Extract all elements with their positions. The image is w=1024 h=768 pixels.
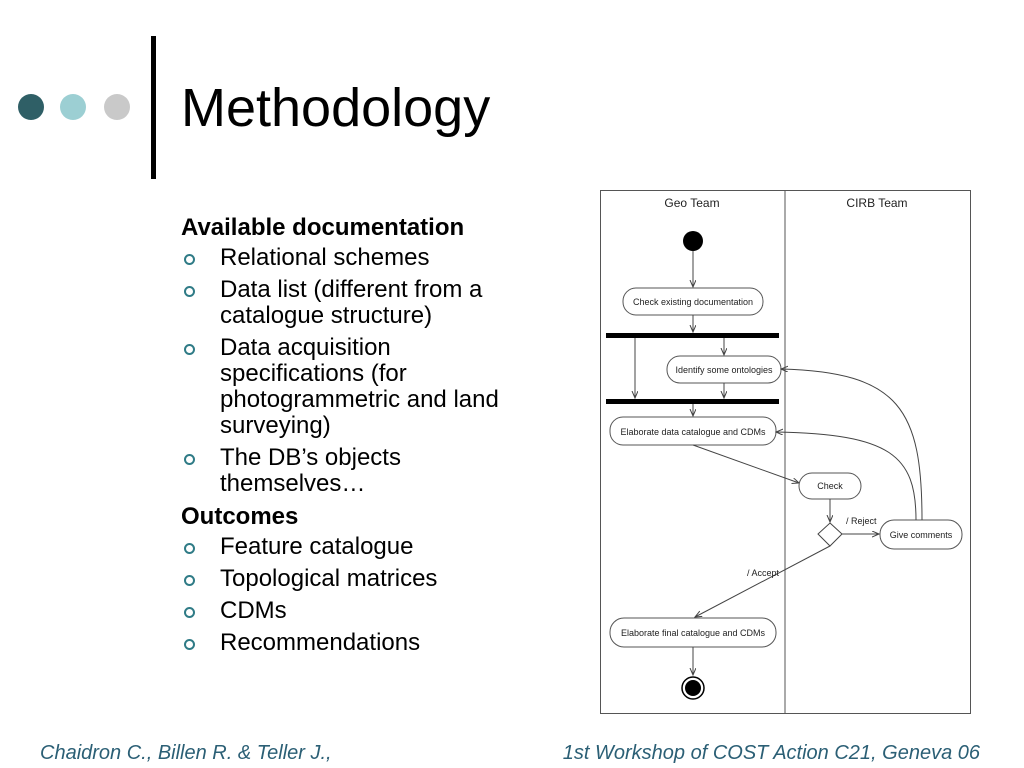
- bullet-text: themselves…: [220, 470, 366, 497]
- guard-accept: / Accept: [747, 568, 780, 578]
- slide-title: Methodology: [181, 78, 491, 138]
- activity-identify-ontologies-label: Identify some ontologies: [675, 365, 773, 375]
- final-node: [685, 680, 701, 696]
- bullet-circle-icon: [184, 639, 195, 650]
- bullet-item: Relational schemes: [181, 245, 561, 271]
- flow-to-check: [692, 444, 799, 483]
- uml-activity-diagram: Geo Team CIRB Team Check existing docume…: [600, 190, 971, 714]
- decorative-dot-light: [60, 94, 86, 120]
- section-heading: Available documentation: [181, 214, 465, 241]
- activity-elaborate-final-label: Elaborate final catalogue and CDMs: [621, 628, 766, 638]
- footer-event: 1st Workshop of COST Action C21, Geneva …: [562, 742, 980, 764]
- bullet-text: The DB’s objects: [220, 444, 401, 471]
- bullet-item: CDMs: [181, 598, 561, 624]
- guard-reject: / Reject: [846, 516, 877, 526]
- bullet-item: Topological matrices: [181, 566, 561, 592]
- flow-comments-to-ontologies: [781, 369, 923, 521]
- activity-check-label: Check: [817, 481, 843, 491]
- bullet-circle-icon: [184, 575, 195, 586]
- decorative-dot-dark: [18, 94, 44, 120]
- bullet-circle-icon: [184, 454, 195, 465]
- bullet-text: Feature catalogue: [220, 533, 414, 560]
- flow-accept: [695, 545, 831, 617]
- title-divider: [151, 36, 156, 179]
- activity-elaborate-catalogue-label: Elaborate data catalogue and CDMs: [620, 427, 766, 437]
- activity-give-comments: [879, 519, 963, 550]
- bullet-text: specifications (for: [220, 360, 407, 387]
- initial-node: [683, 231, 703, 251]
- bullet-circle-icon: [184, 543, 195, 554]
- activity-check-existing-label: Check existing documentation: [633, 297, 753, 307]
- bullet-text: Relational schemes: [220, 244, 430, 271]
- flow-comments-to-elaborate: [776, 432, 917, 521]
- bullet-text: Topological matrices: [220, 565, 438, 592]
- bullet-text: Data list (different from a: [220, 276, 483, 303]
- bullet-circle-icon: [184, 607, 195, 618]
- bullet-circle-icon: [184, 286, 195, 297]
- bullet-item: Feature catalogue: [181, 534, 561, 560]
- bullet-text: surveying): [220, 412, 331, 439]
- lane-cirb-team: CIRB Team: [846, 196, 907, 210]
- decorative-dot-grey: [104, 94, 130, 120]
- footer-authors: Chaidron C., Billen R. & Teller J.,: [40, 742, 332, 764]
- fork-bar: [606, 333, 779, 338]
- bullet-text: catalogue structure): [220, 302, 433, 329]
- lane-geo-team: Geo Team: [664, 196, 719, 210]
- bullet-circle-icon: [184, 344, 195, 355]
- bullet-text: CDMs: [220, 597, 287, 624]
- join-bar: [606, 399, 779, 404]
- activity-give-comments-label: Give comments: [890, 530, 953, 540]
- section-heading: Outcomes: [181, 503, 299, 530]
- bullet-text: Data acquisition: [220, 334, 391, 361]
- bullet-text: Recommendations: [220, 629, 421, 656]
- bullet-item: Recommendations: [181, 630, 561, 656]
- bullet-text: photogrammetric and land: [220, 386, 499, 413]
- bullet-circle-icon: [184, 254, 195, 265]
